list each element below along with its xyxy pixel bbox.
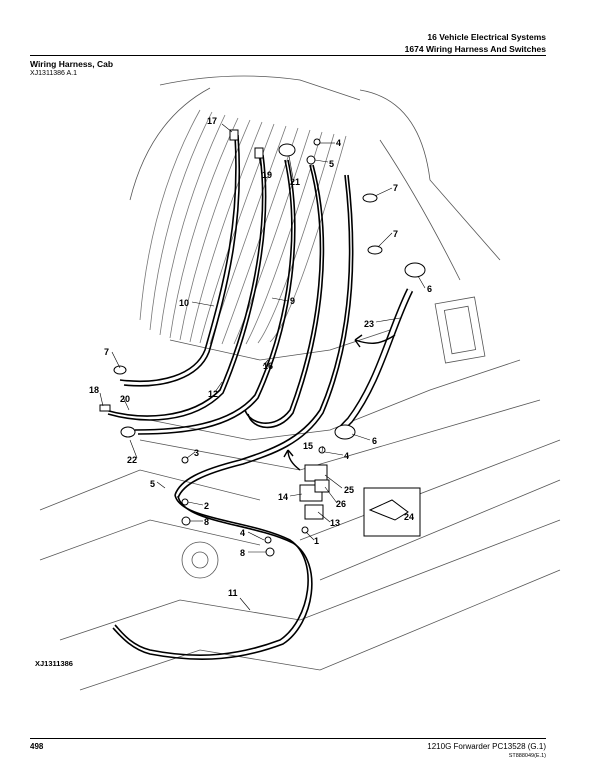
harness-cable-11: [114, 494, 309, 656]
callout-9: 9: [290, 296, 295, 306]
chassis-rail: [39, 519, 261, 561]
page-number: 498: [30, 742, 44, 751]
callout-22: 22: [127, 455, 137, 465]
callout-10: 10: [179, 298, 189, 308]
grommet-6: [404, 262, 426, 278]
callout-20: 20: [120, 394, 130, 404]
arrow-15: [287, 449, 301, 471]
callout-17: 17: [207, 116, 217, 126]
conduit-23-inner: [337, 289, 412, 437]
bolt-2: [181, 498, 189, 506]
callout-1: 1: [314, 536, 319, 546]
harness-cable-11-b: [112, 495, 313, 660]
chassis-rail: [39, 469, 261, 511]
cab-frame-arc: [359, 89, 501, 261]
harness-cable-7: [174, 174, 351, 496]
grommet-22: [120, 426, 136, 438]
cab-frame-arc: [159, 75, 361, 101]
bracket-25: [304, 464, 328, 482]
grommet-21: [278, 143, 296, 157]
callout-14: 14: [278, 492, 288, 502]
bolt-4: [264, 536, 272, 544]
callout-18: 18: [89, 385, 99, 395]
callout-4: 4: [344, 451, 349, 461]
callout-2: 2: [204, 501, 209, 511]
callout-4: 4: [336, 138, 341, 148]
callout-4: 4: [240, 528, 245, 538]
harness-cable-16: [244, 164, 322, 424]
chassis-rail: [79, 569, 561, 691]
cab-frame-arc: [379, 139, 461, 281]
callout-7: 7: [104, 347, 109, 357]
nut-8: [265, 547, 275, 557]
harness-cable-16-b: [247, 164, 325, 429]
harness-cable-7-b: [177, 174, 354, 499]
clamp-7: [367, 245, 383, 255]
callout-19: 19: [262, 170, 272, 180]
bracket-13: [304, 504, 324, 520]
figure-id: XJ1311386 A.1: [30, 70, 77, 77]
group-heading: 1674 Wiring Harness And Switches: [404, 44, 546, 54]
bolt-1: [301, 526, 309, 534]
clamp-7: [113, 365, 127, 375]
bolt-4: [313, 138, 321, 146]
callout-26: 26: [336, 499, 346, 509]
grommet-6: [334, 424, 356, 440]
inset-box-24: [363, 487, 421, 537]
figure-title: Wiring Harness, Cab: [30, 59, 114, 69]
harness-cable-10: [119, 134, 237, 383]
header-rule: [30, 55, 546, 56]
nut-8: [181, 516, 191, 526]
harness-cable-9: [134, 159, 293, 431]
connector-17: [229, 129, 239, 141]
floor-panel: [169, 329, 391, 361]
callout-5: 5: [329, 159, 334, 169]
chassis-rail: [299, 439, 561, 541]
footer-rule: [30, 738, 546, 739]
bracket-26: [314, 479, 330, 493]
callout-7: 7: [393, 229, 398, 239]
callout-16: 16: [263, 361, 273, 371]
bolt-4: [318, 446, 326, 454]
callout-23: 23: [364, 319, 374, 329]
section-heading: 16 Vehicle Electrical Systems: [427, 32, 546, 42]
callout-13: 13: [330, 518, 340, 528]
figure-id-bottom: XJ1311386: [35, 659, 73, 668]
document-reference: 1210G Forwarder PC13528 (G.1): [427, 742, 546, 751]
callout-7: 7: [393, 183, 398, 193]
callout-6: 6: [372, 436, 377, 446]
harness-cable-19-b: [107, 154, 267, 421]
callout-6: 6: [427, 284, 432, 294]
arrow-23: [354, 334, 396, 344]
bolt-3: [181, 456, 189, 464]
callout-12: 12: [208, 389, 218, 399]
document-code: ST888049(E.1): [508, 753, 546, 759]
chassis-rail: [59, 519, 561, 641]
callout-8: 8: [240, 548, 245, 558]
callout-11: 11: [228, 588, 238, 598]
clamp-7: [362, 193, 378, 203]
callout-3: 3: [194, 448, 199, 458]
callout-15: 15: [303, 441, 313, 451]
callout-24: 24: [404, 512, 414, 522]
floor-panel: [149, 359, 521, 441]
chassis-rail: [319, 479, 561, 581]
connector-18: [99, 404, 111, 412]
harness-cable-10-b: [123, 134, 241, 387]
harness-cable-19: [104, 154, 264, 417]
harness-cable-9-b: [137, 159, 296, 435]
nut-5: [306, 155, 316, 165]
connector-19: [254, 147, 264, 159]
callout-5: 5: [150, 479, 155, 489]
callout-8: 8: [204, 517, 209, 527]
callout-25: 25: [344, 485, 354, 495]
cab-frame-arc: [129, 87, 211, 201]
callout-21: 21: [290, 177, 300, 187]
